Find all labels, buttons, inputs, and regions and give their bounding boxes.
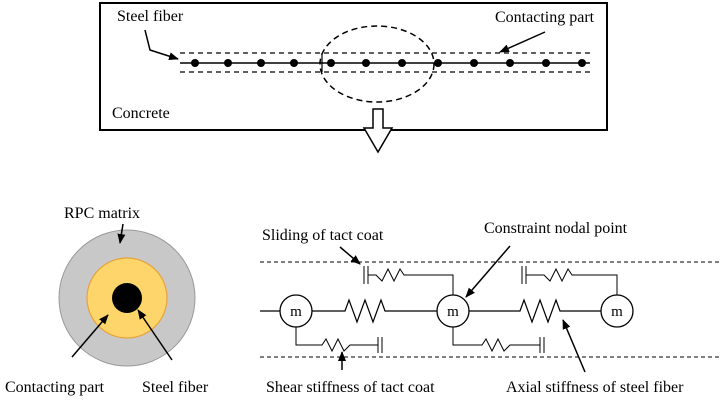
fiber-node [470,59,478,67]
shear-spring-bottom-1 [295,327,378,353]
fiber-node [578,59,586,67]
contacting-part-arrow-bottom [71,314,109,358]
mass-node-2-label: m [447,304,459,320]
fiber-node [327,59,335,67]
fiber-node [290,59,298,67]
mass-node-3-label: m [611,304,623,320]
contacting-part-label-bottom: Contacting part [5,379,105,396]
detail-ellipse [319,25,435,103]
shear-spring-bottom-2 [452,327,540,353]
axial-spring-left [312,298,437,324]
rpc-matrix-label: RPC matrix [64,205,140,222]
spring-model: m m m Sliding of tact coat Constraint no… [260,220,722,396]
fiber-node [542,59,550,67]
contacting-part-label: Contacting part [495,9,595,26]
steel-fiber-arrow [144,29,179,61]
top-panel: Steel fiber Contacting part Concrete [99,2,608,131]
shear-label: Shear stiffness of tact coat [266,379,435,396]
steel-fiber-core [112,283,142,313]
shear-spring-top-2 [526,267,618,295]
sliding-arrow [339,246,361,265]
fiber-node [434,59,442,67]
fiber-node [257,59,265,67]
steel-fiber-label-bottom: Steel fiber [142,379,209,396]
axial-spring-right [469,298,601,324]
mass-node-1-label: m [290,304,302,320]
steel-fiber-label: Steel fiber [117,8,184,25]
fiber-node [506,59,514,67]
axial-label: Axial stiffness of steel fiber [506,379,684,396]
constraint-label: Constraint nodal point [484,220,628,237]
fiber-node [398,59,406,67]
steel-fiber-arrow-bottom [137,309,173,361]
constraint-arrow [465,245,511,298]
fiber-node [224,59,232,67]
concrete-label: Concrete [112,105,170,122]
down-arrow-icon [362,108,394,154]
shear-spring-top-1 [368,267,454,295]
fiber-node [191,59,199,67]
sliding-label: Sliding of tact coat [262,227,384,244]
cross-section: RPC matrix Contacting part Steel fiber [5,205,209,396]
contacting-part-arrow [499,31,546,53]
rpc-matrix-arrow [117,223,126,244]
axial-arrow [562,319,586,373]
fiber-nodes [191,59,586,67]
fiber-node [362,59,370,67]
concrete-block [99,2,608,131]
